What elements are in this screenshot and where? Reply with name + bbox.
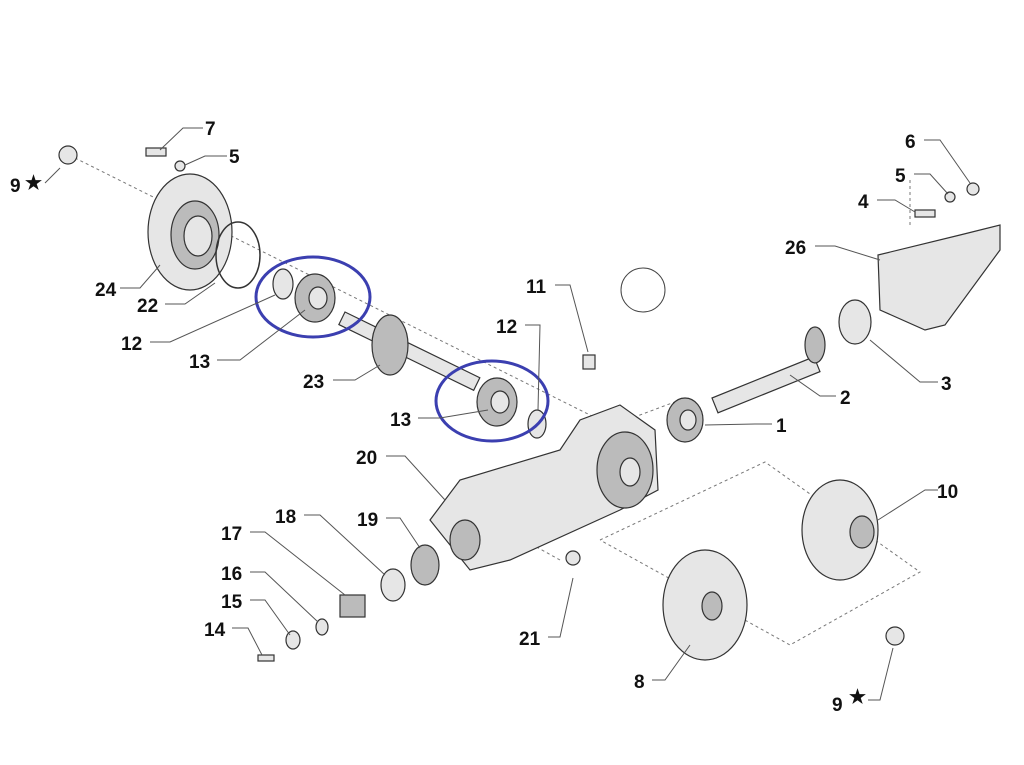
part-24-flange-cover bbox=[147, 173, 233, 291]
label-12-upper: 12 bbox=[121, 334, 142, 355]
highlight-circle-upper-bearing bbox=[254, 255, 372, 339]
part-23-bevel-gear-shaft bbox=[338, 311, 481, 392]
label-17: 17 bbox=[221, 524, 242, 545]
part-3-seal bbox=[838, 299, 872, 345]
leader-lines bbox=[44, 127, 971, 701]
part-10-hub bbox=[801, 479, 879, 581]
label-9-bottom: 9 bbox=[832, 695, 843, 716]
label-10: 10 bbox=[937, 482, 958, 503]
label-13-upper: 13 bbox=[189, 352, 210, 373]
label-6: 6 bbox=[905, 132, 916, 153]
label-14: 14 bbox=[204, 620, 226, 641]
label-1: 1 bbox=[776, 416, 787, 437]
label-8: 8 bbox=[634, 672, 645, 693]
part-12-seal bbox=[272, 268, 294, 300]
star-icon-bottom: ★ bbox=[849, 687, 866, 708]
label-2: 2 bbox=[840, 388, 851, 409]
label-21: 21 bbox=[519, 629, 541, 650]
label-22: 22 bbox=[137, 296, 158, 317]
label-5-left: 5 bbox=[229, 147, 240, 168]
label-26: 26 bbox=[785, 238, 806, 259]
part-20-gearbox-housing bbox=[429, 404, 659, 571]
label-13-lower: 13 bbox=[390, 410, 411, 431]
highlight-circle-lower-bearing bbox=[434, 359, 550, 443]
label-24: 24 bbox=[95, 280, 117, 301]
part-8-wheel-flange bbox=[662, 549, 748, 661]
part-11-plug bbox=[582, 354, 596, 370]
detail-callout-circle bbox=[620, 267, 666, 313]
part-2-pinion-shaft bbox=[711, 326, 826, 414]
part-13-bearing-upper bbox=[294, 273, 336, 323]
label-5-right: 5 bbox=[895, 166, 906, 187]
label-3: 3 bbox=[941, 374, 952, 395]
small-hardware bbox=[58, 145, 980, 662]
label-11: 11 bbox=[526, 277, 547, 298]
label-4: 4 bbox=[858, 192, 869, 213]
star-icon-top: ★ bbox=[25, 173, 42, 194]
label-12-lower: 12 bbox=[496, 317, 517, 338]
label-7: 7 bbox=[205, 119, 216, 140]
label-18: 18 bbox=[275, 507, 296, 528]
part-26-bracket bbox=[877, 224, 1001, 331]
label-20: 20 bbox=[356, 448, 377, 469]
label-9-top: 9 bbox=[10, 176, 21, 197]
part-22-o-ring bbox=[215, 221, 261, 289]
label-23: 23 bbox=[303, 372, 324, 393]
part-13-bearing-lower bbox=[476, 377, 518, 427]
label-16: 16 bbox=[221, 564, 242, 585]
label-15: 15 bbox=[221, 592, 243, 613]
part-1-bearing bbox=[666, 397, 704, 443]
label-19: 19 bbox=[357, 510, 378, 531]
